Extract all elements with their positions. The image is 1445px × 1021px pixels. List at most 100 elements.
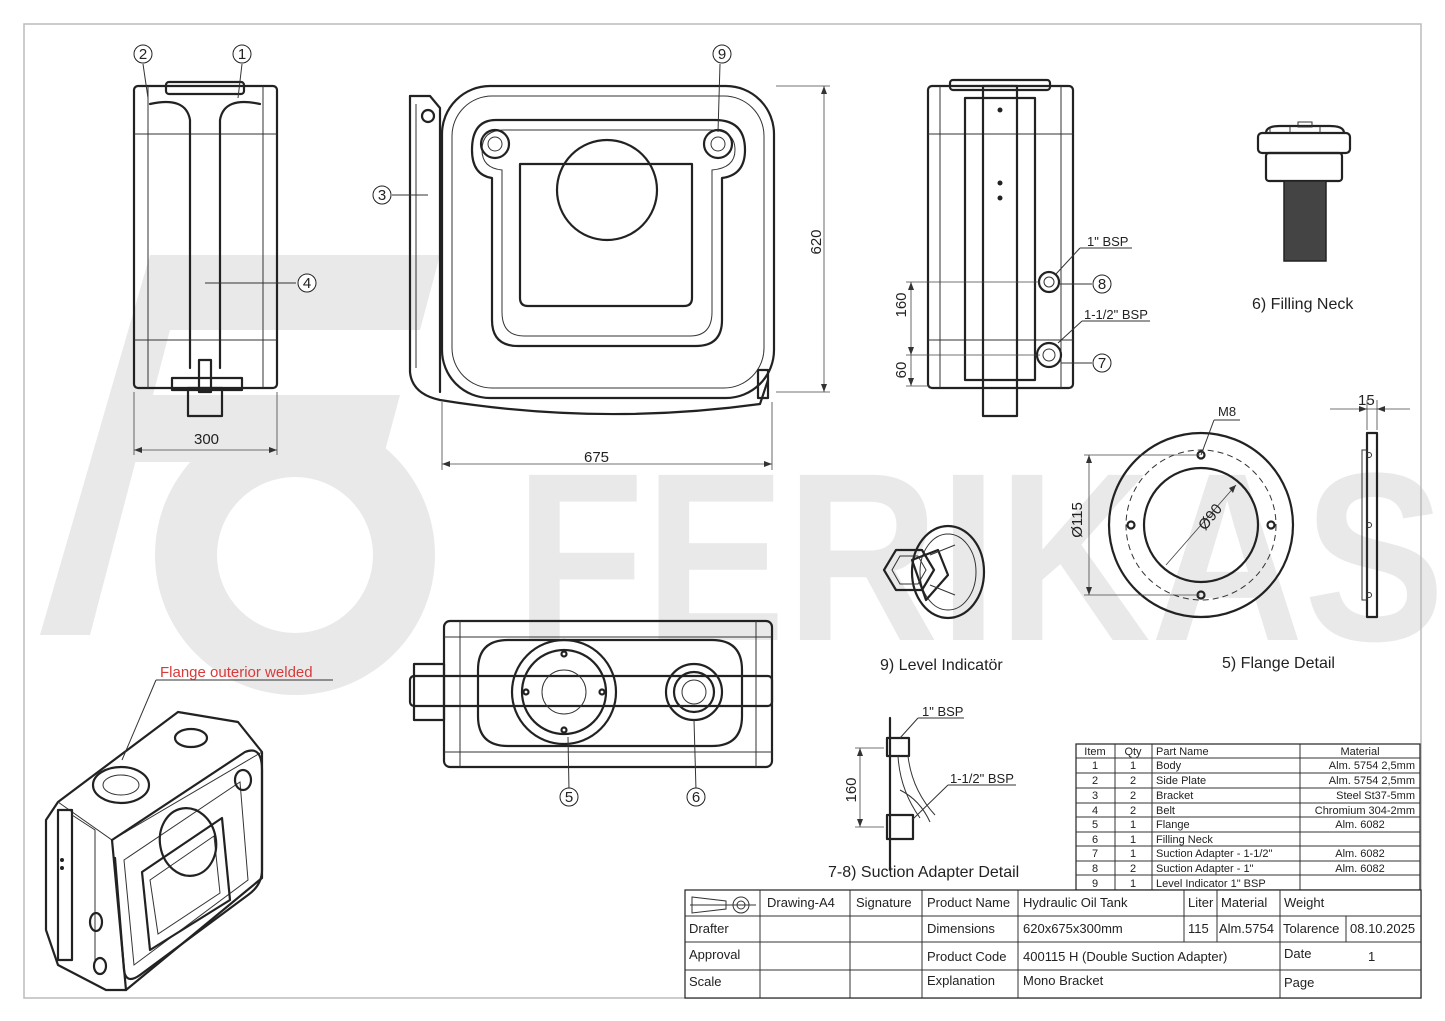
title-date-label: Date <box>1284 946 1311 961</box>
front-view: 675 620 <box>392 63 830 470</box>
table-cell: 1 <box>1130 819 1136 831</box>
filling-neck-detail: 6) Filling Neck <box>1252 121 1354 313</box>
table-header-qty: Qty <box>1124 746 1142 758</box>
table-cell: Bracket <box>1156 790 1193 802</box>
balloon-5: 5 <box>565 789 573 806</box>
table-cell: 5 <box>1092 819 1098 831</box>
title-scale-label: Scale <box>689 974 722 989</box>
table-cell: 1 <box>1130 848 1136 860</box>
balloon-8: 8 <box>1098 276 1106 293</box>
title-product-code: 400115 H (Double Suction Adapter) <box>1023 949 1227 964</box>
balloon-3: 3 <box>378 187 386 204</box>
title-date-value: 08.10.2025 <box>1350 921 1415 936</box>
table-cell: Alm. 5754 2,5mm <box>1329 760 1415 772</box>
parts-table: Item Qty Part Name Material 1 1 Body Alm… <box>1075 743 1421 891</box>
dim-300: 300 <box>194 431 219 448</box>
projection-symbol-icon <box>690 896 756 914</box>
table-header-item: Item <box>1084 746 1105 758</box>
suction-1-5in-label: 1-1/2" BSP <box>950 771 1014 786</box>
table-cell: 1 <box>1130 834 1136 846</box>
flange-detail: Ø90 M8 Ø115 15 5) Flange Detail <box>1069 392 1410 672</box>
level-indicator-detail: 9) Level Indicatör <box>880 524 1003 674</box>
title-block: Drawing-A4 Signature Product Name Hydrau… <box>684 889 1422 999</box>
table-cell: 4 <box>1092 805 1098 817</box>
title-dimensions-label: Dimensions <box>927 921 995 936</box>
title-product-code-label: Product Code <box>927 949 1007 964</box>
table-cell: Alm. 6082 <box>1335 863 1385 875</box>
table-cell: Suction Adapter - 1-1/2" <box>1156 848 1273 860</box>
dim-620: 620 <box>808 229 825 254</box>
watermark-text: FERIKAS <box>515 423 1445 691</box>
table-cell: Body <box>1156 760 1182 772</box>
isometric-view: Flange outerior welded <box>44 664 333 992</box>
table-cell: Alm. 6082 <box>1335 819 1385 831</box>
caption-flange-detail: 5) Flange Detail <box>1222 655 1335 672</box>
balloon-9: 9 <box>718 46 726 63</box>
title-liter: 115 <box>1188 921 1209 936</box>
title-date-number: 1 <box>1368 949 1375 964</box>
table-cell: 2 <box>1130 790 1136 802</box>
port-1-5in-label: 1-1/2" BSP <box>1084 307 1148 322</box>
table-cell: 3 <box>1092 790 1098 802</box>
title-dimensions: 620x675x300mm <box>1023 921 1123 936</box>
title-weight-label: Weight <box>1284 895 1325 910</box>
title-sheet: Drawing-A4 <box>767 895 835 910</box>
note-flange-welded: Flange outerior welded <box>160 664 313 681</box>
table-cell: Steel St37-5mm <box>1336 790 1415 802</box>
title-product-name-label: Product Name <box>927 895 1010 910</box>
table-cell: Flange <box>1156 819 1190 831</box>
caption-level-indicator: 9) Level Indicatör <box>880 657 1003 674</box>
caption-filling-neck: 6) Filling Neck <box>1252 296 1354 313</box>
dim-160: 160 <box>893 292 910 317</box>
title-signature: Signature <box>856 895 912 910</box>
title-product-name: Hydraulic Oil Tank <box>1023 895 1128 910</box>
table-cell: Alm. 5754 2,5mm <box>1329 775 1415 787</box>
port-1in-label: 1" BSP <box>1087 234 1128 249</box>
balloon-7: 7 <box>1098 355 1106 372</box>
title-explanation: Mono Bracket <box>1023 973 1104 988</box>
table-cell: 7 <box>1092 848 1098 860</box>
title-approval-label: Approval <box>689 947 740 962</box>
balloon-6: 6 <box>692 789 700 806</box>
suction-adapter-detail: 1" BSP 1-1/2" BSP 160 7-8) Suction Adapt… <box>828 704 1019 881</box>
table-cell: Suction Adapter - 1" <box>1156 863 1254 875</box>
bolt-m8: M8 <box>1218 404 1236 419</box>
table-cell: 2 <box>1130 805 1136 817</box>
bottom-view <box>408 619 774 791</box>
suction-1in-label: 1" BSP <box>922 704 963 719</box>
table-header-material: Material <box>1340 746 1379 758</box>
table-cell: Chromium 304-2mm <box>1315 805 1415 817</box>
balloons: 2 1 9 3 4 8 7 5 6 <box>133 44 1112 807</box>
balloon-2: 2 <box>139 46 147 63</box>
title-page-label: Page <box>1284 975 1314 990</box>
dim-160-suction: 160 <box>843 777 860 802</box>
table-cell: 2 <box>1092 775 1098 787</box>
table-cell: 9 <box>1092 878 1098 890</box>
balloon-4: 4 <box>303 275 311 292</box>
dia-115: Ø115 <box>1069 502 1086 538</box>
table-header-part: Part Name <box>1156 746 1209 758</box>
dim-675: 675 <box>584 449 609 466</box>
dim-15: 15 <box>1358 392 1375 409</box>
table-cell: 1 <box>1092 760 1098 772</box>
title-drafter-label: Drafter <box>689 921 729 936</box>
title-material: Alm.5754 <box>1219 921 1274 936</box>
title-material-label: Material <box>1221 895 1267 910</box>
table-cell: 8 <box>1092 863 1098 875</box>
table-cell: 2 <box>1130 863 1136 875</box>
table-cell: 2 <box>1130 775 1136 787</box>
caption-suction-adapter: 7-8) Suction Adapter Detail <box>828 864 1019 881</box>
table-cell: 1 <box>1130 878 1136 890</box>
title-tolerance-label: Tolarence <box>1283 921 1339 936</box>
table-cell: Alm. 6082 <box>1335 848 1385 860</box>
title-explanation-label: Explanation <box>927 973 995 988</box>
title-liter-label: Liter <box>1188 895 1214 910</box>
right-view: 160 60 1" BSP 1-1/2" BSP <box>893 78 1150 418</box>
table-cell: Level Indicator 1" BSP <box>1156 878 1266 890</box>
dim-60: 60 <box>893 362 910 379</box>
table-cell: 1 <box>1130 760 1136 772</box>
table-cell: 6 <box>1092 834 1098 846</box>
table-cell: Side Plate <box>1156 775 1206 787</box>
balloon-1: 1 <box>238 46 246 63</box>
